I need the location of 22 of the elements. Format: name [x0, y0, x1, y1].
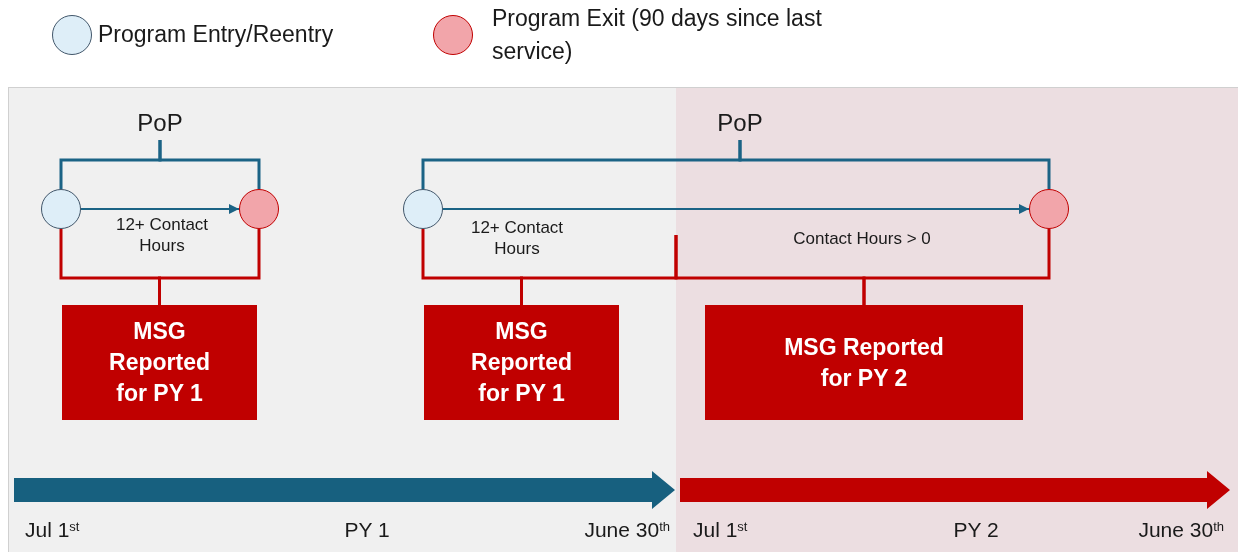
bracket-line	[158, 229, 261, 305]
legend-text: Program Entry/Reentry	[98, 20, 335, 49]
report-box: MSG Reported for PY 2	[705, 305, 1023, 420]
arrow	[80, 204, 240, 214]
period-label: PoP	[125, 106, 195, 140]
year-label: PY 1	[343, 517, 391, 543]
date-label: June 30$^{th}$	[1137, 517, 1224, 543]
report-box: MSG Reported for PY 1	[62, 305, 257, 420]
bracket-line	[862, 229, 1051, 305]
legend-text: Program Exit (90 days since last service)	[492, 4, 823, 66]
contact-hours-note: 12+ Contact Hours	[469, 217, 565, 259]
period-label: PoP	[705, 106, 775, 140]
report-box: MSG Reported for PY 1	[424, 305, 619, 420]
contact-hours-note: 12+ Contact Hours	[114, 214, 210, 256]
year-label: PY 2	[952, 517, 1000, 543]
bracket-line	[158, 140, 261, 189]
date-label: June 30$^{th}$	[583, 517, 670, 543]
date-label: Jul 1$^{st}$	[693, 517, 748, 543]
date-label: Jul 1$^{st}$	[25, 517, 80, 543]
bracket-line	[738, 140, 1051, 189]
contact-hours-note: Contact Hours > 0	[792, 228, 932, 249]
arrow	[442, 204, 1030, 214]
